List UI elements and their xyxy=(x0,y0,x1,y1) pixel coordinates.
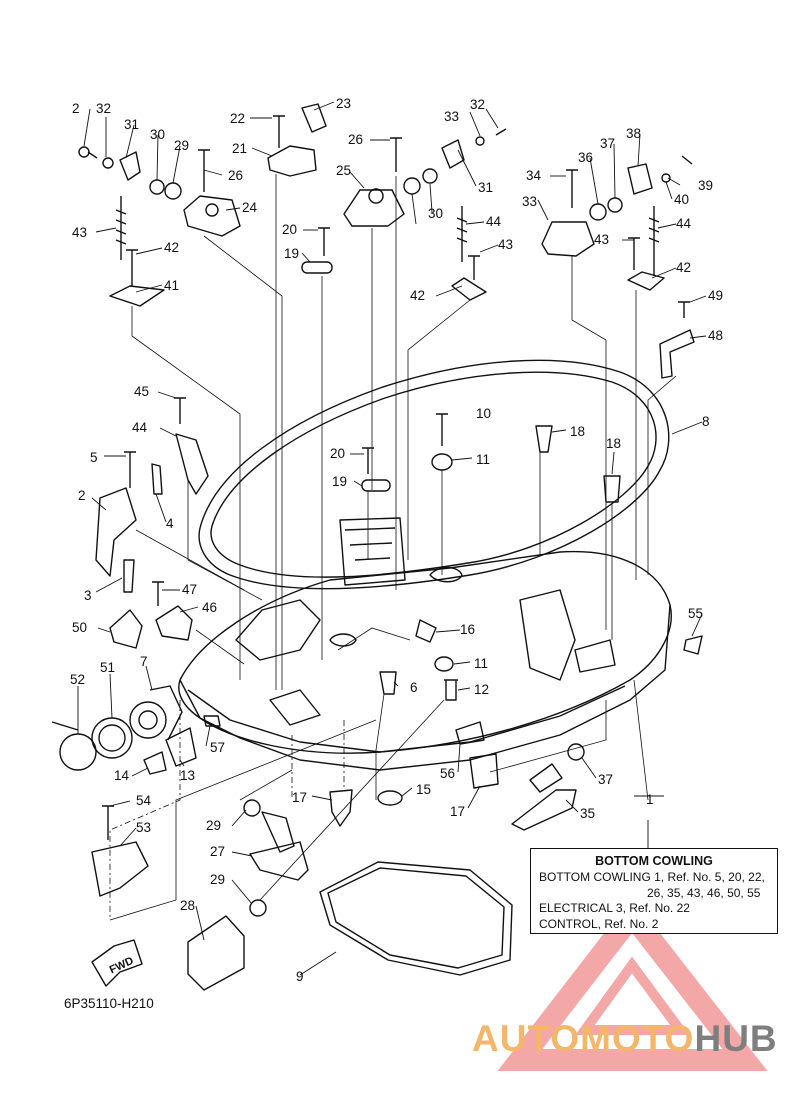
small-parts xyxy=(51,103,703,991)
callout: 18 xyxy=(606,436,621,451)
watermark-text: AUTOMOTOHUB xyxy=(472,1018,778,1060)
callout: 6 xyxy=(410,680,418,695)
callout: 32 xyxy=(96,101,111,116)
callout: 27 xyxy=(210,844,225,859)
callout: 21 xyxy=(232,141,247,156)
note-title: BOTTOM COWLING xyxy=(595,854,713,868)
callout: 12 xyxy=(474,682,489,697)
seal-part-9 xyxy=(319,861,513,976)
callout: 45 xyxy=(134,384,149,399)
callout: 48 xyxy=(708,328,723,343)
callout: 43 xyxy=(72,225,87,240)
leader-lines xyxy=(77,101,707,976)
callout: 49 xyxy=(708,288,723,303)
callout: 36 xyxy=(578,150,593,165)
callout: 23 xyxy=(336,96,351,111)
callout: 47 xyxy=(182,582,197,597)
callout: 56 xyxy=(440,766,455,781)
callout: 4 xyxy=(166,516,174,531)
callout: 9 xyxy=(296,969,304,984)
callout: 20 xyxy=(282,222,297,237)
callout: 8 xyxy=(702,414,710,429)
callout: 24 xyxy=(242,200,258,215)
callout: 2 xyxy=(72,101,80,116)
callout: 53 xyxy=(136,820,151,835)
callout: 13 xyxy=(180,768,195,783)
callout: 16 xyxy=(460,622,475,637)
callout: 11 xyxy=(476,452,490,467)
callout-labels: 2 1 2 3 4 5 6 7 8 9 10 11 11 12 13 14 15… xyxy=(70,96,723,984)
callout: 14 xyxy=(114,768,130,783)
callout: 7 xyxy=(140,654,148,669)
callout: 42 xyxy=(164,240,179,255)
callout: 19 xyxy=(284,246,299,261)
callout: 28 xyxy=(180,898,195,913)
callout: 3 xyxy=(84,588,92,603)
callout: 30 xyxy=(428,206,443,221)
callout: 41 xyxy=(164,278,179,293)
note-line-3: ELECTRICAL 3, Ref. No. 22 xyxy=(539,901,690,915)
callout: 46 xyxy=(202,600,217,615)
callout: 37 xyxy=(600,136,615,151)
watermark-part-1: AUTOMOTO xyxy=(472,1018,695,1059)
callout: 22 xyxy=(230,111,245,126)
callout: 33 xyxy=(444,109,459,124)
callout: 52 xyxy=(70,672,85,687)
callout: 31 xyxy=(478,180,493,195)
note-line-2: 26, 35, 43, 46, 50, 55 xyxy=(647,885,761,900)
callout: 10 xyxy=(476,406,491,421)
callout: 50 xyxy=(72,620,87,635)
callout: 43 xyxy=(594,232,609,247)
callout: 19 xyxy=(332,474,347,489)
callout: 29 xyxy=(210,872,225,887)
callout: 54 xyxy=(136,793,152,808)
callout: 26 xyxy=(348,132,363,147)
callout: 32 xyxy=(470,97,485,112)
reference-note-box: BOTTOM COWLING BOTTOM COWLING 1, Ref. No… xyxy=(530,848,778,934)
callout: 38 xyxy=(626,126,641,141)
watermark-part-2: HUB xyxy=(694,1018,778,1059)
callout: 26 xyxy=(228,168,243,183)
callout: 33 xyxy=(522,194,537,209)
callout: 18 xyxy=(570,424,585,439)
callout: 51 xyxy=(100,660,115,675)
callout: 39 xyxy=(698,178,713,193)
callout: 25 xyxy=(336,163,351,178)
callout: 40 xyxy=(674,192,689,207)
callout: 55 xyxy=(688,606,703,621)
fwd-label: FWD xyxy=(108,955,136,976)
callout: 17 xyxy=(450,804,465,819)
note-line-1: BOTTOM COWLING 1, Ref. No. 5, 20, 22, xyxy=(539,870,765,884)
callout: 20 xyxy=(330,446,345,461)
note-line-4: CONTROL, Ref. No. 2 xyxy=(539,916,659,931)
callout: 17 xyxy=(292,790,307,805)
callout: 43 xyxy=(498,237,513,252)
assembly-guide-lines xyxy=(109,174,677,921)
callout: 11 xyxy=(474,656,488,671)
callout: 2 xyxy=(78,488,86,503)
callout: 44 xyxy=(132,420,148,435)
callout: 44 xyxy=(676,216,692,231)
callout: 42 xyxy=(410,288,425,303)
diagram-code: 6P35110-H210 xyxy=(64,996,154,1011)
watermark-logo xyxy=(497,897,768,1071)
callout: 15 xyxy=(416,782,431,797)
callout: 44 xyxy=(486,214,502,229)
callout: 34 xyxy=(526,168,542,183)
callout: 5 xyxy=(90,450,98,465)
callout: 37 xyxy=(598,772,613,787)
seal-part-9-inner xyxy=(327,867,505,969)
callout: 29 xyxy=(174,138,189,153)
callout: 42 xyxy=(676,260,691,275)
callout: 31 xyxy=(124,117,139,132)
callout: 35 xyxy=(580,806,595,821)
callout: 29 xyxy=(206,818,221,833)
callout: 30 xyxy=(150,127,165,142)
callout: 1 xyxy=(646,792,654,807)
callout: 57 xyxy=(210,740,225,755)
bottom-cowling-part-8 xyxy=(178,359,672,771)
